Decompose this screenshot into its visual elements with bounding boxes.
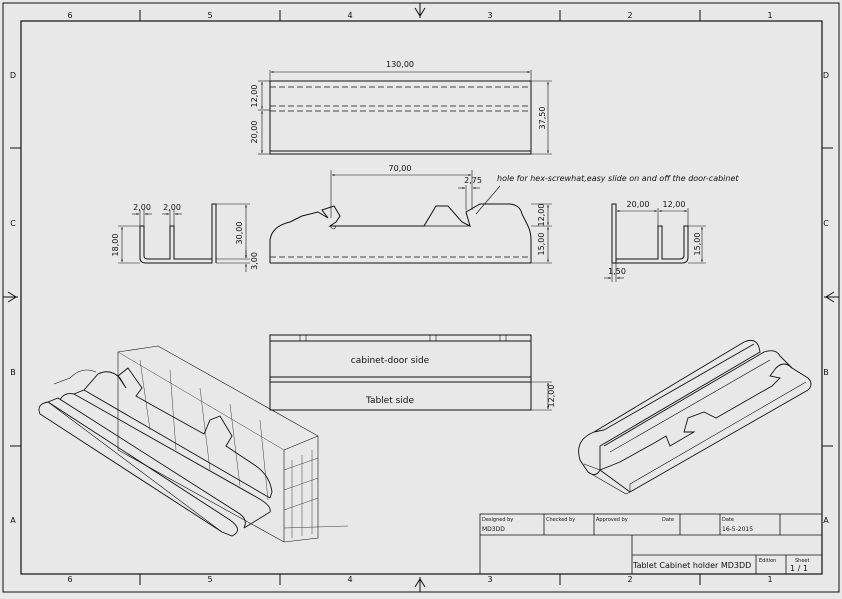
zone-col-top-3: 4 bbox=[347, 11, 352, 20]
zone-col-bottom-3: 4 bbox=[347, 575, 352, 584]
zone-col-bottom-4: 3 bbox=[487, 575, 492, 584]
title-block bbox=[479, 513, 823, 575]
dim-top-width: 130,00 bbox=[386, 60, 414, 69]
zone-row-right-a: A bbox=[823, 516, 829, 525]
tb-date-label-2: Date bbox=[722, 517, 734, 523]
centering-marks bbox=[7, 7, 835, 588]
right-side-view bbox=[604, 203, 706, 282]
dim-left-w1: 2,00 bbox=[133, 203, 151, 212]
zone-col-top-6: 1 bbox=[767, 11, 772, 20]
zone-col-bottom-2: 5 bbox=[207, 575, 212, 584]
dim-right-w2: 12,00 bbox=[663, 200, 686, 209]
tb-date: 16-5-2015 bbox=[722, 526, 753, 533]
dim-front-length: 70,00 bbox=[389, 164, 412, 173]
zone-row-left-d: D bbox=[10, 71, 16, 80]
tb-date-label-1: Date bbox=[662, 517, 674, 523]
zone-row-right-d: D bbox=[823, 71, 829, 80]
zone-col-top-5: 2 bbox=[627, 11, 632, 20]
dim-front-h1: 12,00 bbox=[537, 204, 546, 227]
top-view bbox=[258, 70, 552, 155]
left-side-view bbox=[118, 203, 250, 272]
zone-row-left-a: A bbox=[10, 516, 16, 525]
zone-row-left-b: B bbox=[10, 368, 16, 377]
zone-col-bottom-6: 1 bbox=[767, 575, 772, 584]
dim-front-slot: 2,75 bbox=[464, 176, 482, 185]
dim-top-h2: 20,00 bbox=[250, 121, 259, 144]
tb-designed-by-label: Designed by bbox=[482, 517, 513, 523]
tb-sheet: 1 / 1 bbox=[790, 564, 808, 573]
dim-right-t: 1,50 bbox=[608, 267, 626, 276]
tb-checked-by-label: Checked by bbox=[546, 517, 575, 523]
label-cabinet-door-side: cabinet-door side bbox=[351, 356, 430, 366]
front-view bbox=[269, 170, 552, 264]
isometric-view-standalone bbox=[578, 339, 812, 495]
inner-frame bbox=[20, 20, 823, 575]
zone-row-right-b: B bbox=[823, 368, 829, 377]
dim-left-total: 30,00 bbox=[235, 222, 244, 245]
zone-col-top-4: 3 bbox=[487, 11, 492, 20]
dim-front-h2: 15,00 bbox=[537, 233, 546, 256]
tb-designed-by: MD3DD bbox=[482, 526, 505, 533]
dim-right-w1: 20,00 bbox=[627, 200, 650, 209]
dim-left-h: 18,00 bbox=[111, 234, 120, 257]
dim-left-base: 3,00 bbox=[250, 252, 259, 270]
isometric-view-mounted bbox=[38, 345, 349, 543]
zone-row-right-c: C bbox=[823, 219, 829, 228]
zone-row-left-c: C bbox=[10, 219, 16, 228]
tb-approved-by-label: Approved by bbox=[596, 517, 628, 523]
zone-col-top-1: 6 bbox=[67, 11, 72, 20]
hole-note: hole for hex-screwhat,easy slide on and … bbox=[497, 174, 739, 183]
tb-sheet-label: Sheet bbox=[795, 558, 809, 564]
dim-left-w2: 2,00 bbox=[163, 203, 181, 212]
tb-edition-label: Edition bbox=[759, 558, 776, 564]
dim-top-h1: 12,00 bbox=[250, 85, 259, 108]
dim-top-total: 37,50 bbox=[538, 107, 547, 130]
dim-bottom-h: 12,00 bbox=[547, 385, 556, 408]
zone-col-bottom-5: 2 bbox=[627, 575, 632, 584]
bottom-view bbox=[269, 334, 552, 411]
dim-right-h: 15,00 bbox=[693, 233, 702, 256]
zone-col-bottom-1: 6 bbox=[67, 575, 72, 584]
zone-labels: 6 5 4 3 2 1 6 5 4 3 2 1 D C B A D C B A bbox=[10, 11, 829, 584]
tb-title: Tablet Cabinet holder MD3DD bbox=[632, 561, 751, 570]
label-tablet-side: Tablet side bbox=[365, 396, 415, 406]
zone-col-top-2: 5 bbox=[207, 11, 212, 20]
